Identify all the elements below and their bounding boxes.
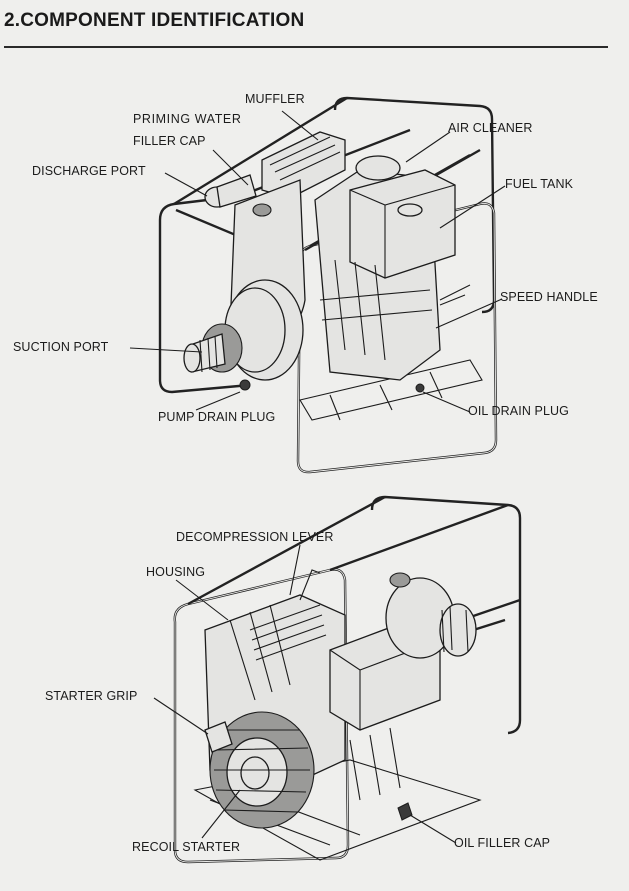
label-priming-water: PRIMING WATER bbox=[133, 112, 242, 126]
label-discharge-port: DISCHARGE PORT bbox=[32, 164, 146, 178]
title-divider bbox=[4, 46, 608, 48]
label-filler-cap: FILLER CAP bbox=[133, 134, 206, 148]
bottom-pump-illustration bbox=[173, 495, 522, 864]
label-suction-port: SUCTION PORT bbox=[13, 340, 109, 354]
label-speed-handle: SPEED HANDLE bbox=[500, 290, 598, 304]
label-housing: HOUSING bbox=[146, 565, 206, 579]
section-title: 2.COMPONENT IDENTIFICATION bbox=[4, 10, 305, 31]
label-starter-grip: STARTER GRIP bbox=[45, 689, 138, 703]
label-muffler: MUFFLER bbox=[245, 92, 305, 106]
bottom-leader-lines bbox=[153, 544, 457, 844]
label-oil-drain-plug: OIL DRAIN PLUG bbox=[468, 404, 569, 418]
top-leader-lines bbox=[129, 110, 506, 413]
label-fuel-tank: FUEL TANK bbox=[505, 177, 574, 191]
top-pump-illustration bbox=[158, 96, 498, 474]
label-air-cleaner: AIR CLEANER bbox=[448, 121, 533, 135]
label-pump-drain-plug: PUMP DRAIN PLUG bbox=[158, 410, 276, 424]
label-oil-filler-cap: OIL FILLER CAP bbox=[454, 836, 551, 850]
label-recoil-starter: RECOIL STARTER bbox=[132, 840, 241, 854]
label-decompression-lever: DECOMPRESSION LEVER bbox=[176, 530, 334, 544]
